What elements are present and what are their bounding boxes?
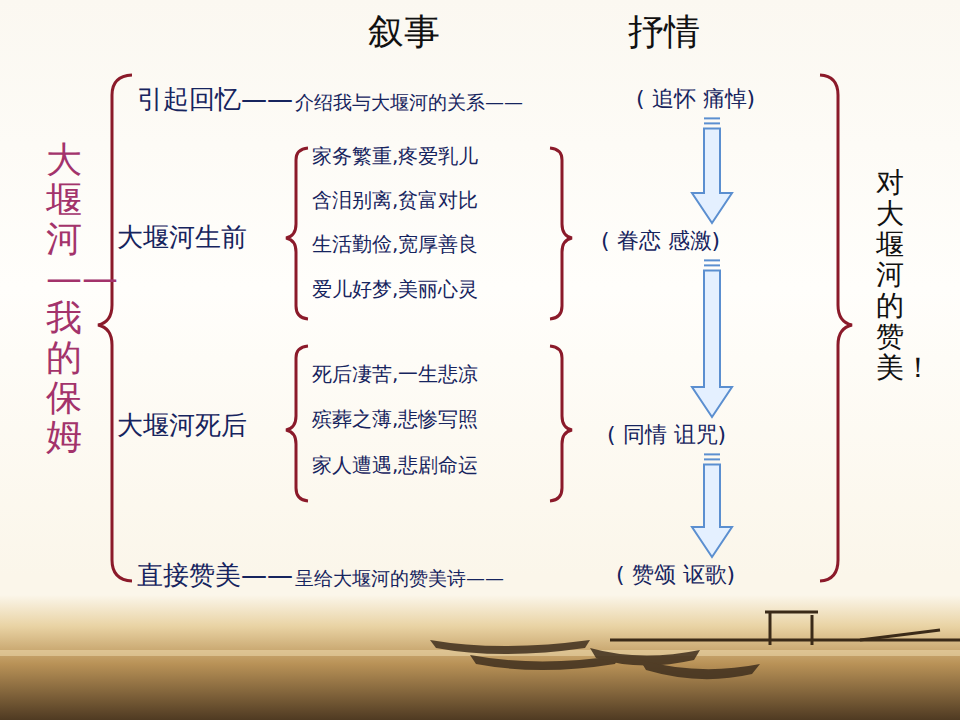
item-text: 含泪别离,贫富对比 xyxy=(312,188,478,212)
emotion-node: ( 追怀 痛悼) xyxy=(632,84,759,114)
item-text: 爱儿好梦,美丽心灵 xyxy=(312,277,478,301)
section-note: 介绍我与大堰河的关系—— xyxy=(295,91,523,114)
section-label: 引起回忆—— xyxy=(137,84,293,115)
pier xyxy=(610,612,960,645)
photo-ground xyxy=(0,595,960,720)
item-text: 家务繁重,疼爱乳儿 xyxy=(312,144,478,168)
block-arrow xyxy=(692,118,732,223)
section-label: 直接赞美—— xyxy=(137,560,293,591)
emotion-text: ( 同情 诅咒) xyxy=(607,422,726,448)
item-text: 殡葬之薄,悲惨写照 xyxy=(312,407,478,431)
boats xyxy=(430,640,760,679)
emotion-node: ( 眷恋 感激) xyxy=(597,226,724,256)
section-label: 大堰河死后 xyxy=(117,410,247,441)
item-text: 家人遭遇,悲剧命运 xyxy=(312,453,478,477)
column-heading: 抒情 xyxy=(628,10,700,53)
emotion-text: ( 赞颂 讴歌) xyxy=(616,562,735,588)
vertical-summary: 对大堰河的赞美！ xyxy=(876,168,904,384)
item-text: 生活勤俭,宽厚善良 xyxy=(312,232,478,256)
emotion-node: ( 赞颂 讴歌) xyxy=(612,560,739,590)
braces xyxy=(98,75,852,581)
emotion-text: ( 追怀 痛悼) xyxy=(636,86,755,112)
emotion-node: ( 同情 诅咒) xyxy=(603,420,730,450)
section-label: 大堰河生前 xyxy=(117,222,247,253)
section-note: 呈给大堰河的赞美诗—— xyxy=(295,567,504,590)
vertical-title: 大堰河——我的保姆 xyxy=(46,140,82,457)
column-heading: 叙事 xyxy=(368,10,440,53)
block-arrow xyxy=(692,260,732,417)
item-text: 死后凄苦,一生悲凉 xyxy=(312,362,478,386)
block-arrow xyxy=(692,454,732,557)
emotion-text: ( 眷恋 感激) xyxy=(601,228,720,254)
